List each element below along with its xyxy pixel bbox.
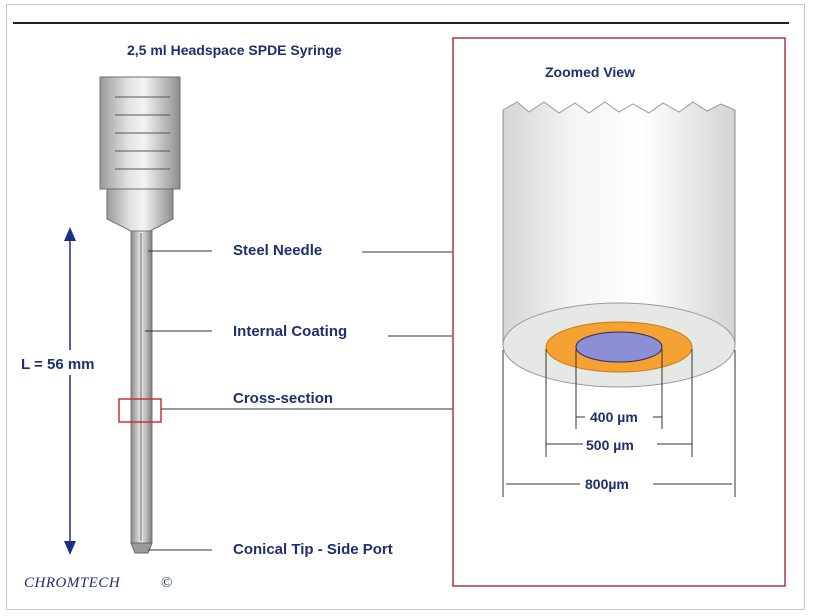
conical-tip-label: Conical Tip - Side Port [233, 541, 393, 558]
dimension-500: 500 µm [586, 437, 634, 453]
bore-section [575, 331, 663, 363]
cross-section-label: Cross-section [233, 390, 333, 407]
steel-needle-label: Steel Needle [233, 242, 322, 259]
dimension-800: 800µm [585, 476, 629, 492]
brand-name: CHROMTECH [24, 575, 121, 591]
diagram-title: 2,5 ml Headspace SPDE Syringe [127, 42, 342, 58]
length-label: L = 56 mm [21, 356, 95, 373]
diagram-frame: 2,5 ml Headspace SPDE Syringe L = 56 mm … [6, 4, 805, 610]
syringe-diagram: 2,5 ml Headspace SPDE Syringe L = 56 mm … [13, 22, 789, 591]
length-arrow [64, 227, 76, 555]
arrow-up-icon [64, 227, 76, 241]
dimension-lines [502, 349, 736, 497]
syringe-hub [106, 188, 174, 232]
internal-coating-label: Internal Coating [233, 323, 347, 340]
syringe-needle [130, 230, 153, 554]
copyright-icon: © [161, 575, 173, 591]
syringe-barrel [99, 76, 181, 190]
arrow-down-icon [64, 541, 76, 555]
zoomed-view-title: Zoomed View [545, 64, 635, 80]
cross-section-marker [118, 398, 162, 423]
zoomed-tube [502, 101, 736, 346]
dimension-400: 400 µm [590, 409, 638, 425]
